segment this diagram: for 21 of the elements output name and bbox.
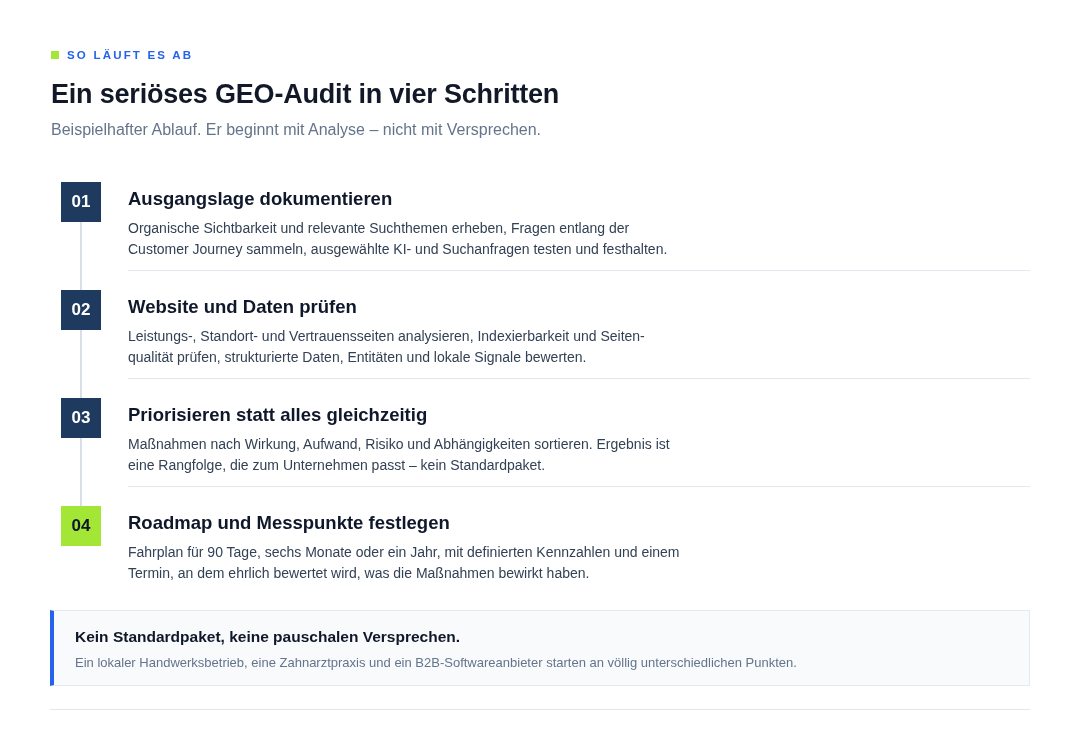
step-description: Maßnahmen nach Wirkung, Aufwand, Risiko und Abhängigkeiten sortieren. Ergebnis ist eine Rangfolge, die zum Unternehmen passt – kein Standardpaket. xyxy=(128,435,671,475)
step-heading: Roadmap und Messpunkte festlegen xyxy=(128,511,450,535)
connector-line xyxy=(80,437,82,507)
callout-text: Ein lokaler Handwerksbetrieb, eine Zahnarztpraxis und ein B2B-Softwareanbieter starten an völlig unterschiedlichen Punkten. xyxy=(75,654,797,672)
subtitle: Beispielhafter Ablauf. Er beginnt mit Analyse – nicht mit Versprechen. xyxy=(51,120,542,140)
step-number-badge: 01 xyxy=(61,182,101,222)
step-heading: Website und Daten prüfen xyxy=(128,295,357,319)
step-number-badge: 02 xyxy=(61,290,101,330)
step-heading: Ausgangslage dokumentieren xyxy=(128,187,393,211)
page-title: Ein seriöses GEO-Audit in vier Schritten xyxy=(51,78,560,110)
connector-line xyxy=(80,329,82,399)
step-description: Organische Sichtbarkeit und relevante Suchthemen erheben, Fragen entlang der Customer Journey sammeln, ausgewählte KI- und Suchanfragen testen und festhalten. xyxy=(128,219,669,259)
step-heading: Priorisieren statt alles gleichzeitig xyxy=(128,403,428,427)
callout-heading: Kein Standardpaket, keine pauschalen Versprechen. xyxy=(75,627,461,647)
step-description: Fahrplan für 90 Tage, sechs Monate oder ein Jahr, mit definierten Kennzahlen und einem Termin, an dem ehrlich bewertet wird, was die Maßnahmen bewirkt haben. xyxy=(128,543,681,583)
step-number-badge: 04 xyxy=(61,506,101,546)
step-number-badge: 03 xyxy=(61,398,101,438)
eyebrow-label: SO LÄUFT ES AB xyxy=(67,48,194,62)
callout-panel xyxy=(50,610,1030,686)
connector-line xyxy=(80,221,82,291)
step-description: Leistungs-, Standort- und Vertrauensseiten analysieren, Indexierbarkeit und Seiten- qualität prüfen, strukturierte Daten, Entitäten und lokale Signale bewerten. xyxy=(128,327,646,367)
